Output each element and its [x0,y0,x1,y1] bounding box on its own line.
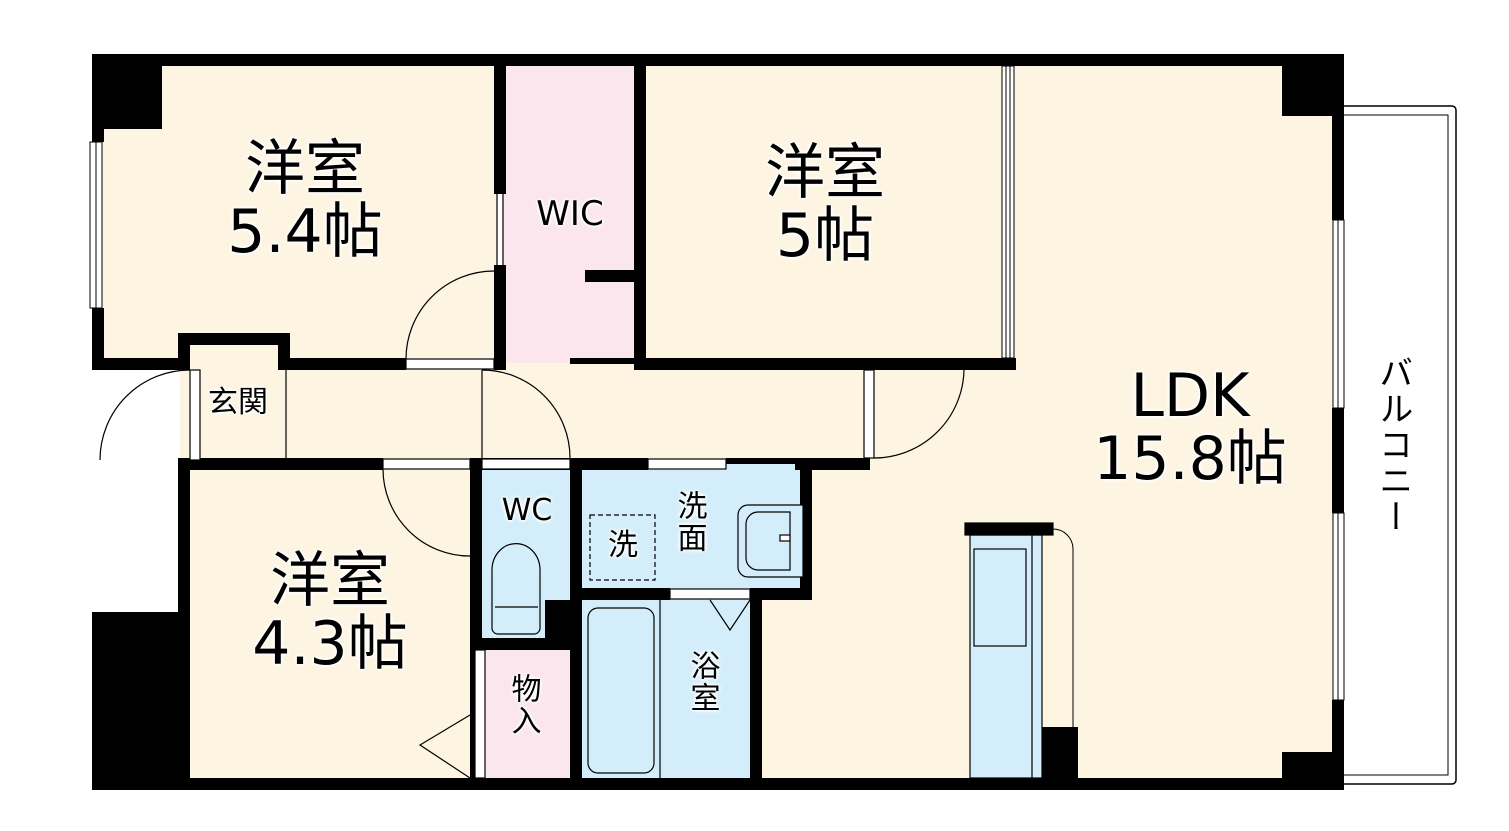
windows [89,65,1345,701]
western-room-2-size: 5帖 [775,201,875,271]
doors [99,194,965,779]
walls [92,54,1344,790]
toilet-label: WC [501,493,553,528]
western-room-1-label: 洋室 5.4帖 [200,138,410,264]
bathtub-icon [587,607,655,774]
fixtures [491,504,1074,779]
western-room-2-label: 洋室 5帖 [720,142,930,268]
storage-label: 物入 [505,673,541,737]
western-room-2-floor [640,58,1012,363]
wic-label: WIC [536,194,604,234]
balcony-label: バルコニー [1372,355,1413,535]
western-room-1-size: 5.4帖 [227,197,383,267]
western-room-3-floor [180,463,475,788]
western-room-2-name: 洋室 [765,138,885,208]
washer-space-label: 洗 [608,528,638,563]
bathroom-label: 浴室 [684,650,720,714]
western-room-3-label: 洋室 4.3帖 [220,550,440,676]
ldk-name: LDK [1130,361,1250,431]
ldk-label: LDK 15.8帖 [1060,365,1320,491]
kitchen-counter [969,534,1043,779]
entrance-label: 玄関 [208,385,268,420]
washroom-label: 洗面 [671,490,707,554]
storage-floor [475,643,580,788]
western-room-3-name: 洋室 [270,546,390,616]
ldk-size: 15.8帖 [1093,424,1287,494]
western-room-3-size: 4.3帖 [252,609,408,679]
balcony-outline [1344,105,1457,785]
western-room-1-name: 洋室 [245,134,365,204]
sink-icon [737,504,804,578]
hallway-floor [180,363,870,463]
washer-space-icon [589,514,656,581]
wic-floor [500,58,640,363]
toilet-icon [491,543,541,635]
